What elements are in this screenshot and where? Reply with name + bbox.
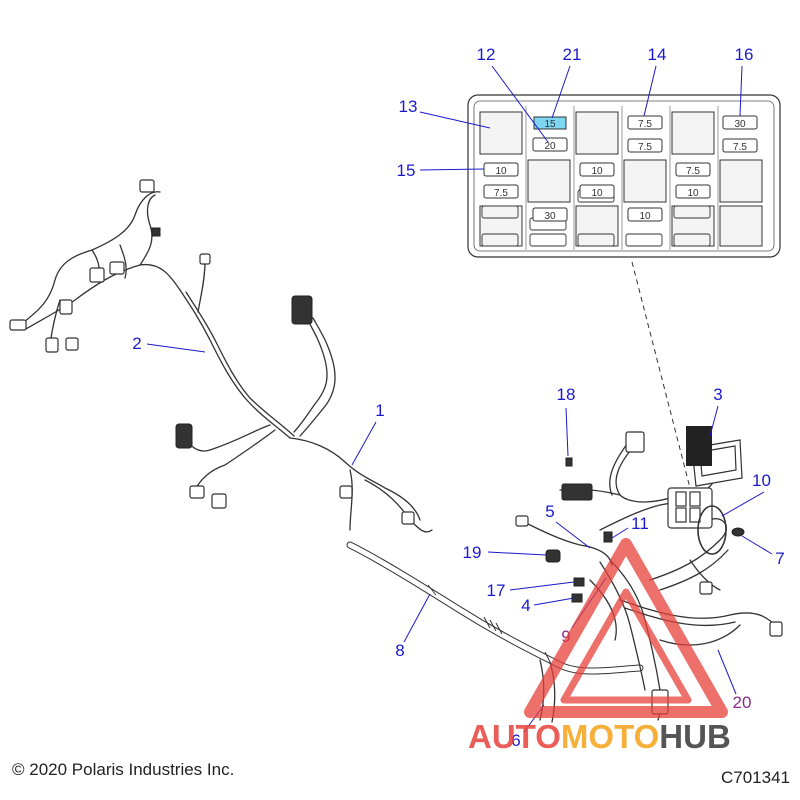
svg-text:8: 8 (395, 641, 404, 660)
svg-text:10: 10 (591, 188, 603, 199)
svg-text:30: 30 (734, 119, 746, 130)
fuse-set-grid (686, 426, 712, 466)
svg-text:1: 1 (375, 401, 384, 420)
callout-11: 11 (611, 514, 649, 539)
svg-text:7.5: 7.5 (494, 188, 508, 199)
callout-14: 14 (643, 45, 667, 117)
cap-19 (545, 549, 561, 563)
svg-text:14: 14 (648, 45, 667, 64)
fuse-7.5-c: 7.5 (722, 138, 758, 153)
fuse-7.5-b: 7.5 (627, 138, 663, 153)
callout-19: 19 (463, 543, 547, 562)
fuse-15: 15 (544, 119, 556, 130)
svg-text:10: 10 (495, 166, 507, 177)
fuse-7.5-d: 7.5 (483, 184, 519, 199)
svg-text:10: 10 (752, 471, 771, 490)
main-harness (175, 295, 433, 533)
svg-text:7.5: 7.5 (733, 142, 747, 153)
callout-21: 21 (551, 45, 582, 119)
fuse-10-a: 10 (483, 162, 519, 177)
fuse-10-c: 10 (579, 184, 615, 199)
front-harness (9, 179, 295, 439)
watermark-logo: AUTOMOTOHUB (468, 538, 731, 755)
watermark-triangle-icon (524, 538, 728, 718)
fuse-20: 20 (532, 137, 568, 152)
fuse-10-d: 10 (675, 184, 711, 199)
fuse-7.5-a: 7.5 (627, 115, 663, 130)
svg-text:10: 10 (639, 211, 651, 222)
fuse-30-a: 30 (722, 115, 758, 130)
conduit-ribs (427, 584, 552, 665)
fastener-18 (565, 457, 573, 467)
svg-text:11: 11 (631, 514, 649, 533)
svg-text:19: 19 (463, 543, 482, 562)
svg-text:20: 20 (733, 693, 752, 712)
callout-2: 2 (132, 334, 206, 353)
callout-5: 5 (545, 502, 591, 549)
fuse-7.5-e: 7.5 (675, 162, 711, 177)
svg-text:16: 16 (735, 45, 754, 64)
svg-text:10: 10 (591, 166, 603, 177)
battery-harness (515, 431, 691, 566)
svg-text:12: 12 (477, 45, 496, 64)
svg-text:17: 17 (487, 581, 506, 600)
callout-13: 13 (399, 97, 491, 129)
callout-1: 1 (351, 401, 385, 466)
callout-16: 16 (735, 45, 754, 117)
svg-text:7: 7 (775, 549, 784, 568)
callout-20: 20 (717, 649, 752, 712)
fuse-box-inset: 15 20 7.5 7.5 30 7.5 10 7.5 10 10 7.5 10… (467, 94, 781, 258)
drawing-code: C701341 (720, 768, 790, 787)
svg-text:10: 10 (687, 188, 699, 199)
svg-text:5: 5 (545, 502, 554, 521)
relay-blocks (479, 111, 763, 247)
copyright-text: © 2020 Polaris Industries Inc. (12, 760, 235, 779)
svg-text:18: 18 (557, 385, 576, 404)
grommet-10 (697, 505, 727, 555)
callout-15: 15 (397, 161, 485, 180)
inset-link-line (631, 261, 691, 489)
clip-17 (573, 577, 585, 587)
fuse-30-b: 30 (532, 207, 568, 222)
nut-7 (731, 527, 745, 537)
svg-text:20: 20 (544, 141, 556, 152)
svg-text:15: 15 (397, 161, 416, 180)
conduit-harness-8 (346, 541, 644, 723)
callout-4: 4 (521, 596, 575, 615)
callout-17: 17 (487, 581, 575, 600)
svg-text:3: 3 (713, 385, 722, 404)
svg-text:7.5: 7.5 (686, 166, 700, 177)
callout-3: 3 (709, 385, 723, 437)
fuse-box-dividers (525, 106, 719, 250)
svg-text:30: 30 (544, 211, 556, 222)
svg-text:7.5: 7.5 (638, 142, 652, 153)
fuse-10-e: 10 (627, 207, 663, 222)
svg-text:13: 13 (399, 97, 418, 116)
svg-text:2: 2 (132, 334, 141, 353)
callout-12: 12 (477, 45, 549, 143)
callout-10: 10 (721, 471, 771, 517)
callout-18: 18 (557, 385, 576, 457)
svg-text:6: 6 (511, 731, 520, 750)
fuse-10-b: 10 (579, 162, 615, 177)
svg-text:9: 9 (561, 627, 570, 646)
svg-text:15: 15 (544, 119, 556, 130)
watermark-text: AUTOMOTOHUB (468, 718, 731, 755)
fuse-box-assembly (667, 487, 727, 555)
callout-7: 7 (741, 535, 785, 568)
svg-text:21: 21 (563, 45, 582, 64)
svg-text:7.5: 7.5 (638, 119, 652, 130)
tie-11 (603, 531, 613, 543)
svg-text:4: 4 (521, 596, 530, 615)
callout-8: 8 (395, 593, 431, 660)
empty-fuse-slots (481, 189, 711, 247)
